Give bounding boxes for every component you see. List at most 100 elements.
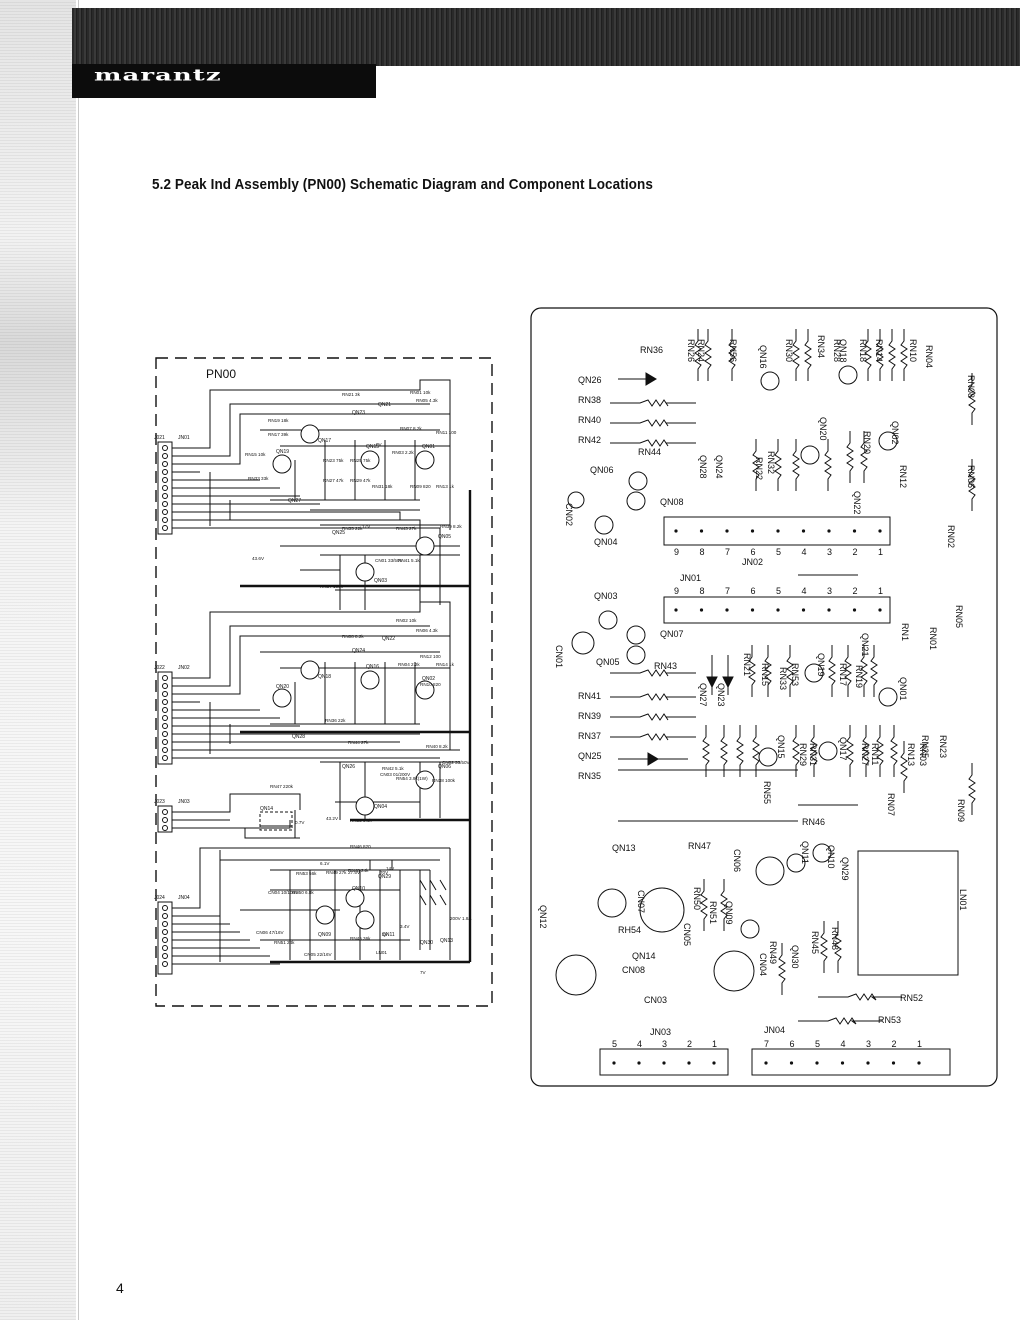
pin-number: 1 xyxy=(878,586,883,596)
component-label: RN11 xyxy=(870,743,880,765)
schematic-label: LN01 xyxy=(376,950,387,955)
transistor-qn01 xyxy=(415,450,435,470)
resistor-symbol xyxy=(610,713,696,721)
resistor-symbol xyxy=(804,329,812,381)
transistor-qn04 xyxy=(355,796,375,816)
schematic-label: 14V xyxy=(386,866,395,871)
transistor-label: QN19 xyxy=(276,449,289,455)
component-label: QN08 xyxy=(660,497,684,507)
capacitor-cn04 xyxy=(713,950,755,992)
component-label: RN27 xyxy=(860,743,870,766)
component-label: RN32 xyxy=(766,451,776,474)
component-label: RN12 xyxy=(898,465,908,488)
transistor-label: QN28 xyxy=(292,734,305,740)
component-label: QN15 xyxy=(776,735,786,759)
pin-pad xyxy=(687,1061,691,1065)
schematic-label: RN11 100 xyxy=(436,430,457,435)
transistor-qn09 xyxy=(740,919,760,939)
jumper-label: JN04 xyxy=(178,895,190,901)
component-label: QN25 xyxy=(578,751,602,761)
pin-number: 5 xyxy=(612,1039,617,1049)
capacitor-cn02 xyxy=(567,491,585,509)
component-label: CN06 xyxy=(732,849,742,872)
schematic-label: RN10 820 xyxy=(420,682,441,687)
transistor-label: QN02 xyxy=(422,676,435,682)
pin-pad xyxy=(750,529,755,533)
pin-pad xyxy=(662,1061,666,1065)
pin-number: 4 xyxy=(802,586,807,596)
schematic-label: RN31 18k xyxy=(372,484,393,489)
schematic-label: RN50 6.8k xyxy=(292,890,314,895)
schematic-label: RN19 18k xyxy=(268,418,289,423)
component-label: QN11 xyxy=(800,841,810,864)
component-label: CN03 xyxy=(644,995,667,1005)
component-label: RN53 xyxy=(790,663,800,686)
transistor-label: QN10 xyxy=(352,886,365,892)
connector-pins xyxy=(162,445,168,967)
component-label: QN19 xyxy=(816,653,826,677)
schematic-label: CN06 47/16V xyxy=(256,930,285,935)
schematic-label: CN03 01/200V xyxy=(380,772,411,777)
pin-number: 2 xyxy=(892,1039,897,1049)
resistor-symbol xyxy=(610,693,696,701)
wiring-block-2 xyxy=(172,601,460,820)
schematic-label: 0V xyxy=(376,442,383,447)
pin-pad xyxy=(852,529,857,533)
jn02-header xyxy=(663,516,891,546)
connector-label: J021 xyxy=(154,435,165,441)
schematic-label: RN29 47k xyxy=(350,478,371,483)
jn03-header xyxy=(599,1048,729,1076)
component-label: RN14 xyxy=(874,339,884,362)
resistor-symbol xyxy=(860,645,868,697)
schematic-label: 17V xyxy=(362,524,371,529)
schematic-diagram: PN00 J021 J022 J023 J024 JN01 JN02 JN03 … xyxy=(154,357,493,1007)
component-label: RN04 xyxy=(924,345,934,368)
transistor-qn02 xyxy=(415,680,435,700)
pin-pad xyxy=(637,1061,641,1065)
resistor-symbol xyxy=(792,439,800,491)
pin-number: 1 xyxy=(878,547,883,557)
schematic-label: 27.5V xyxy=(348,870,361,875)
component-label: QN13 xyxy=(612,843,636,853)
transistor-qn20 xyxy=(272,688,292,708)
component-label: RN19 xyxy=(854,665,864,688)
schematic-label: CN04 10/100V xyxy=(268,890,299,895)
resistor-symbol xyxy=(748,645,756,697)
schematic-label: RN07 8.2k xyxy=(400,426,422,431)
component-label: RN44 xyxy=(638,447,661,457)
transistor-qn19 xyxy=(804,663,824,683)
pin-pad xyxy=(699,608,704,612)
component-label: RN06 xyxy=(966,465,976,488)
resistor-symbol xyxy=(968,459,976,511)
schematic-label: RN09 820 xyxy=(410,484,431,489)
schematic-label: 3.4V xyxy=(400,924,410,929)
bridge-rectifier-qn14 xyxy=(259,811,293,831)
component-label: CN08 xyxy=(622,965,645,975)
transistor-label: QN03 xyxy=(374,578,387,584)
pin-pad xyxy=(878,608,882,612)
pin-pad xyxy=(674,608,678,612)
resistor-symbol xyxy=(862,725,870,777)
resistor-symbol xyxy=(968,373,976,425)
pcb-outline xyxy=(530,307,998,1087)
component-label: QN21 xyxy=(860,633,870,657)
pin-pad xyxy=(840,1061,845,1065)
wiring-block-4 xyxy=(172,847,451,965)
diode-symbol xyxy=(706,655,718,695)
component-label: RN56 xyxy=(728,339,738,362)
pin-pad xyxy=(674,529,678,533)
component-label: RN55 xyxy=(762,781,772,804)
schematic-label: RN35 22k xyxy=(342,526,363,531)
component-label: RN23 xyxy=(938,735,948,758)
resistor-symbol xyxy=(968,763,976,815)
component-label: RN29 xyxy=(798,743,808,766)
resistor-symbol xyxy=(846,431,854,483)
resistor-symbol xyxy=(752,725,760,777)
component-label: QN27 xyxy=(698,683,708,707)
resistor-symbol xyxy=(694,329,702,381)
capacitor-cn05 xyxy=(639,887,685,933)
schematic-label: 7V xyxy=(420,970,427,975)
pin-number: 3 xyxy=(866,1039,871,1049)
component-label: QN26 xyxy=(578,375,602,385)
resistor-symbol xyxy=(890,725,898,777)
